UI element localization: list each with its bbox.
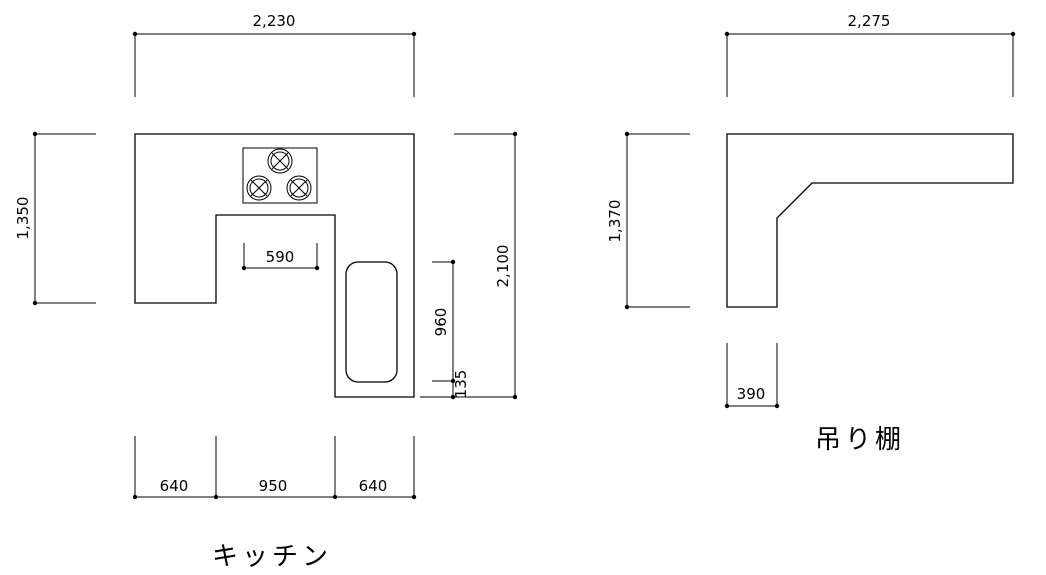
sink	[345, 261, 398, 383]
dim-label-bottom-mid: 950	[259, 477, 288, 495]
dim-label-sink-height: 960	[432, 308, 450, 337]
cooktop	[242, 147, 318, 204]
dim-left-height: 1,350	[14, 131, 96, 306]
kitchen-counter-outline	[134, 133, 415, 398]
kitchen-title: キッチン	[212, 542, 332, 572]
burner-right	[286, 175, 312, 201]
dim-shelf-left-height: 1,370	[606, 131, 690, 310]
dim-sink-height: 960 135	[432, 259, 470, 400]
dim-shelf-top-width: 2,275	[724, 12, 1016, 97]
dim-top-width: 2,230	[132, 12, 417, 97]
dim-label-shelf-depth: 390	[737, 385, 766, 403]
burner-top	[267, 148, 293, 174]
dim-label-top-width: 2,230	[253, 12, 296, 30]
dim-label-bottom-right: 640	[359, 477, 388, 495]
dim-label-inner-width: 590	[266, 248, 295, 266]
dim-right-height: 2,100	[420, 131, 518, 400]
dim-label-left-height: 1,350	[14, 197, 32, 240]
kitchen-plan: 2,230 1,350 2,100 590	[14, 12, 518, 572]
burner-left	[246, 175, 272, 201]
shelf-title: 吊り棚	[815, 425, 905, 455]
shelf-plan: 2,275 1,370 390 吊り棚	[606, 12, 1016, 455]
dim-label-shelf-top-width: 2,275	[848, 12, 891, 30]
dim-label-right-height: 2,100	[494, 245, 512, 288]
dim-label-shelf-left-height: 1,370	[606, 200, 624, 243]
shelf-outline	[726, 133, 1014, 308]
dim-inner-width: 590	[241, 243, 320, 271]
dim-shelf-depth: 390	[724, 343, 780, 409]
dim-label-bottom-left: 640	[160, 477, 189, 495]
dim-bottom: 640 950 640	[132, 436, 417, 500]
dim-label-sink-offset: 135	[452, 370, 470, 399]
